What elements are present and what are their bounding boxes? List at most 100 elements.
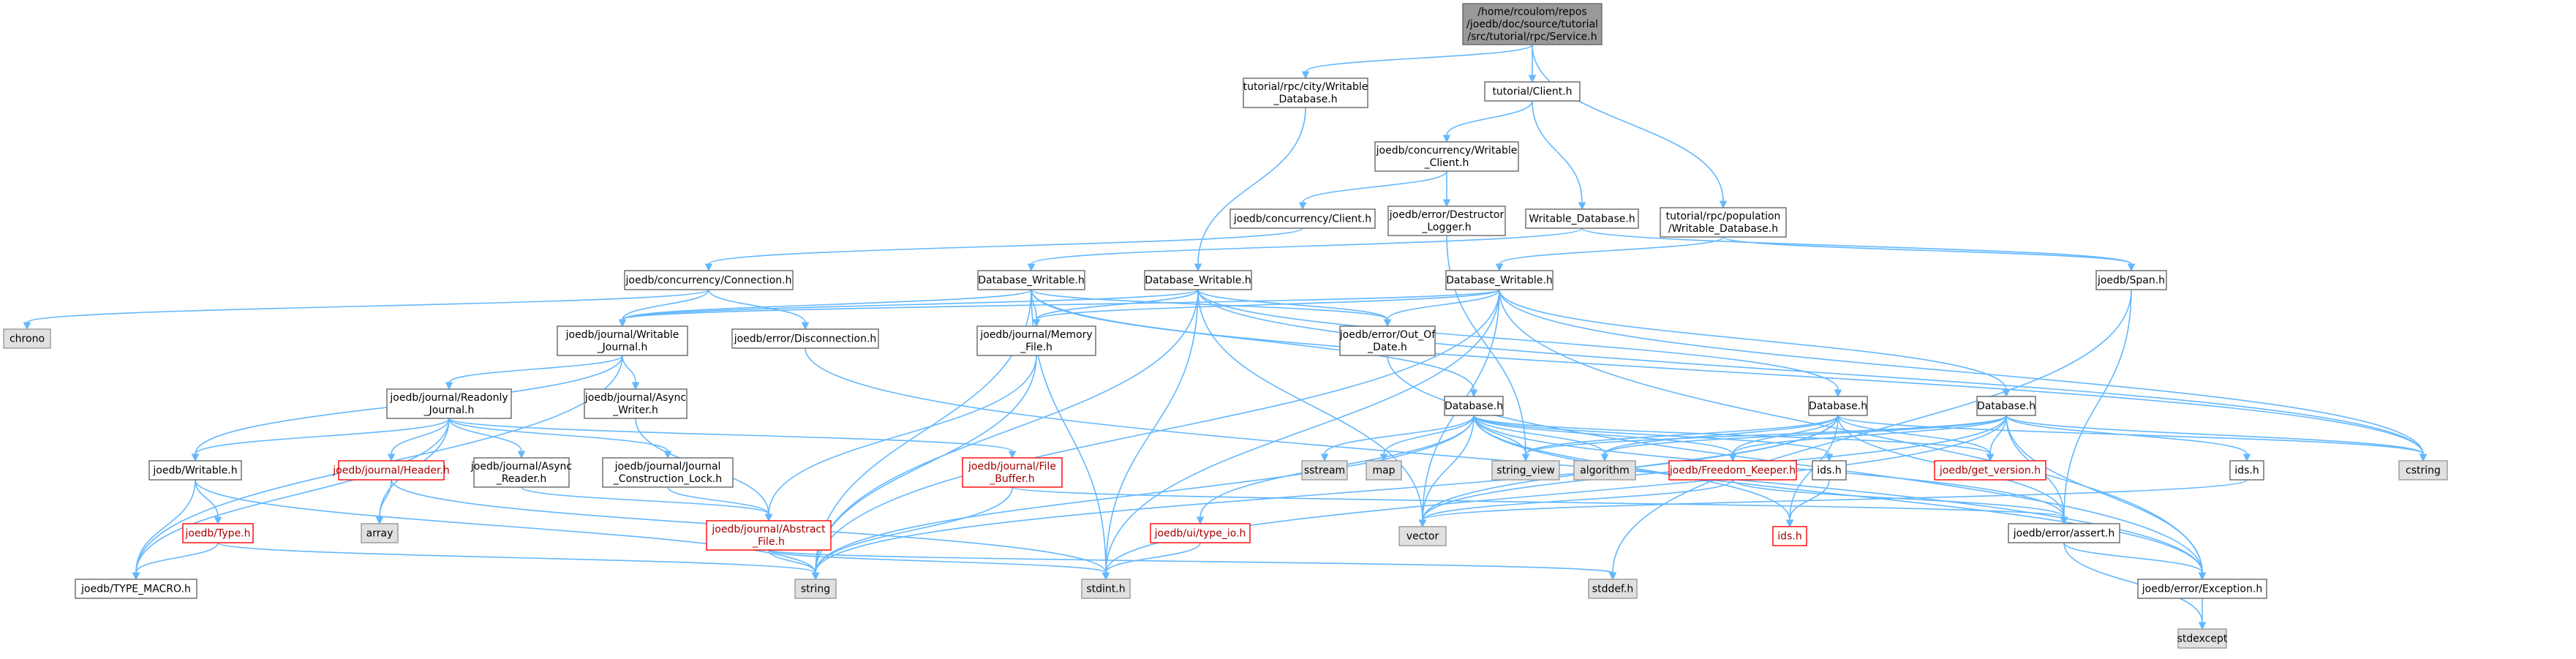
node-joedb-journal-header-h[interactable]: joedb/journal/Header.h xyxy=(332,460,450,481)
node-label: _Date.h xyxy=(1367,342,1407,353)
node-joedb-writable-h[interactable]: joedb/Writable.h xyxy=(148,460,242,481)
node-box xyxy=(1444,396,1504,416)
node-label: joedb/journal/File xyxy=(968,461,1056,472)
node-joedb-type-macro-h[interactable]: joedb/TYPE_MACRO.h xyxy=(75,579,197,599)
node-box xyxy=(2398,460,2448,481)
dependency-edge xyxy=(1600,415,2007,462)
node-joedb-concurrency-writable-client-h[interactable]: joedb/concurrency/Writable_Client.h xyxy=(1374,141,1519,172)
node-box xyxy=(1660,207,1787,238)
node-box xyxy=(1374,141,1519,172)
node-joedb-journal-file-buffer-h[interactable]: joedb/journal/File_Buffer.h xyxy=(962,457,1063,488)
node-label: joedb/journal/Abstract xyxy=(711,524,826,535)
node-string: string xyxy=(794,579,837,599)
node-joedb-error-assert-h[interactable]: joedb/error/assert.h xyxy=(2008,523,2120,543)
dependency-edge xyxy=(708,289,810,331)
node-home-rcoulom-repos-joedb-doc-source-tutorial-src-tutorial-rpc-service-h: /home/rcoulom/repos/joedb/doc/source/tut… xyxy=(1462,3,1603,45)
node-joedb-ui-type-io-h[interactable]: joedb/ui/type_io.h xyxy=(1150,523,1251,543)
dependency-edge xyxy=(667,486,773,522)
node-box xyxy=(2137,579,2267,599)
node-joedb-error-exception-h[interactable]: joedb/error/Exception.h xyxy=(2137,579,2267,599)
node-label: joedb/error/Disconnection.h xyxy=(734,334,877,345)
node-label: joedb/Writable.h xyxy=(152,465,237,477)
node-box xyxy=(1668,460,1797,481)
dependency-edge xyxy=(1383,289,1500,328)
node-label: Writable_Database.h xyxy=(1529,214,1635,225)
node-joedb-get-version-h[interactable]: joedb/get_version.h xyxy=(1934,460,2046,481)
node-box xyxy=(1588,579,1638,599)
node-joedb-error-out-of-date-h[interactable]: joedb/error/Out_Of_Date.h xyxy=(1339,325,1436,356)
dependency-edge xyxy=(1197,289,1392,328)
node-box xyxy=(1387,206,1506,236)
node-algorithm: algorithm xyxy=(1573,460,1636,481)
node-box xyxy=(1366,460,1402,481)
node-joedb-error-disconnection-h[interactable]: joedb/error/Disconnection.h xyxy=(731,328,879,349)
dependency-edge xyxy=(1320,415,1475,462)
node-joedb-freedom-keeper-h[interactable]: joedb/Freedom_Keeper.h xyxy=(1668,460,1797,481)
node-database-h[interactable]: Database.h xyxy=(1976,396,2036,416)
node-box xyxy=(2095,270,2167,290)
node-database-writable-h[interactable]: Database_Writable.h xyxy=(1445,270,1553,290)
node-label: _Writer.h xyxy=(612,404,658,416)
node-joedb-span-h[interactable]: joedb/Span.h xyxy=(2095,270,2167,290)
node-database-writable-h[interactable]: Database_Writable.h xyxy=(1144,270,1252,290)
node-stdint-h: stdint.h xyxy=(1081,579,1131,599)
node-label: vector xyxy=(1406,531,1439,543)
node-joedb-type-h[interactable]: joedb/Type.h xyxy=(182,523,254,543)
node-joedb-journal-memory-file-h[interactable]: joedb/journal/Memory_File.h xyxy=(976,325,1096,356)
node-tutorial-client-h[interactable]: tutorial/Client.h xyxy=(1484,81,1581,102)
node-label: _Construction_Lock.h xyxy=(613,473,722,485)
node-box xyxy=(1301,460,1348,481)
node-label: chrono xyxy=(10,334,45,345)
node-ids-h[interactable]: ids.h xyxy=(1772,526,1807,546)
node-joedb-journal-writable-journal-h[interactable]: joedb/journal/Writable_Journal.h xyxy=(557,325,688,356)
node-database-h[interactable]: Database.h xyxy=(1808,396,1868,416)
node-joedb-concurrency-connection-h[interactable]: joedb/concurrency/Connection.h xyxy=(624,270,794,290)
dependency-edge xyxy=(618,289,709,328)
node-label: /src/tutorial/rpc/Service.h xyxy=(1467,31,1597,43)
dependency-edge xyxy=(1442,171,1451,208)
node-box xyxy=(584,388,688,419)
node-label: sstream xyxy=(1304,465,1345,477)
node-tutorial-rpc-population-writable-database-h[interactable]: tutorial/rpc/population/Writable_Databas… xyxy=(1660,207,1787,238)
node-label: _Client.h xyxy=(1424,157,1469,169)
node-joedb-journal-readonly-journal-h[interactable]: joedb/journal/Readonly_Journal.h xyxy=(386,388,512,419)
node-box xyxy=(338,460,445,481)
node-label: _File.h xyxy=(752,536,785,548)
node-database-h[interactable]: Database.h xyxy=(1444,396,1504,416)
node-label: _Buffer.h xyxy=(989,473,1035,485)
node-joedb-error-destructor-logger-h[interactable]: joedb/error/Destructor_Logger.h xyxy=(1387,206,1506,236)
dependency-edge xyxy=(2063,542,2207,581)
node-joedb-journal-abstract-file-h[interactable]: joedb/journal/Abstract_File.h xyxy=(706,520,832,551)
node-writable-database-h[interactable]: Writable_Database.h xyxy=(1525,208,1639,229)
node-database-writable-h[interactable]: Database_Writable.h xyxy=(977,270,1085,290)
node-box xyxy=(1150,523,1251,543)
dependency-edge xyxy=(191,418,450,462)
dependency-edge xyxy=(1298,170,1447,211)
node-tutorial-rpc-city-writable-database-h[interactable]: tutorial/rpc/city/Writable_Database.h xyxy=(1243,78,1368,108)
node-label: stdint.h xyxy=(1086,584,1125,595)
dependency-edge xyxy=(1012,486,2068,525)
node-joedb-journal-journal-construction-lock-h[interactable]: joedb/journal/Journal_Construction_Lock.… xyxy=(602,457,734,488)
node-box xyxy=(1934,460,2046,481)
node-joedb-concurrency-client-h[interactable]: joedb/concurrency/Client.h xyxy=(1229,208,1376,229)
dependency-edge xyxy=(768,549,1617,581)
dependency-edge xyxy=(1442,100,1533,143)
node-label: tutorial/Client.h xyxy=(1492,86,1572,98)
node-label: joedb/get_version.h xyxy=(1939,465,2041,477)
node-label: tutorial/rpc/population xyxy=(1666,211,1781,222)
node-label: joedb/ui/type_io.h xyxy=(1154,528,1246,540)
dependency-edge xyxy=(811,415,1475,581)
file-nodes: /home/rcoulom/repos/joedb/doc/source/tut… xyxy=(3,3,2448,649)
node-joedb-journal-async-reader-h[interactable]: joedb/journal/Async_Reader.h xyxy=(470,457,572,488)
node-ids-h[interactable]: ids.h xyxy=(2229,460,2264,481)
dependency-edge xyxy=(1532,44,1728,209)
node-joedb-journal-async-writer-h[interactable]: joedb/journal/Async_Writer.h xyxy=(584,388,688,419)
node-box xyxy=(2229,460,2264,481)
dependency-edge xyxy=(1031,289,1478,398)
dependency-edge xyxy=(1495,236,1724,272)
node-ids-h[interactable]: ids.h xyxy=(1812,460,1847,481)
node-label: Database.h xyxy=(1445,401,1503,413)
dependency-edge xyxy=(1418,479,1733,528)
node-label: joedb/journal/Readonly xyxy=(389,392,508,404)
